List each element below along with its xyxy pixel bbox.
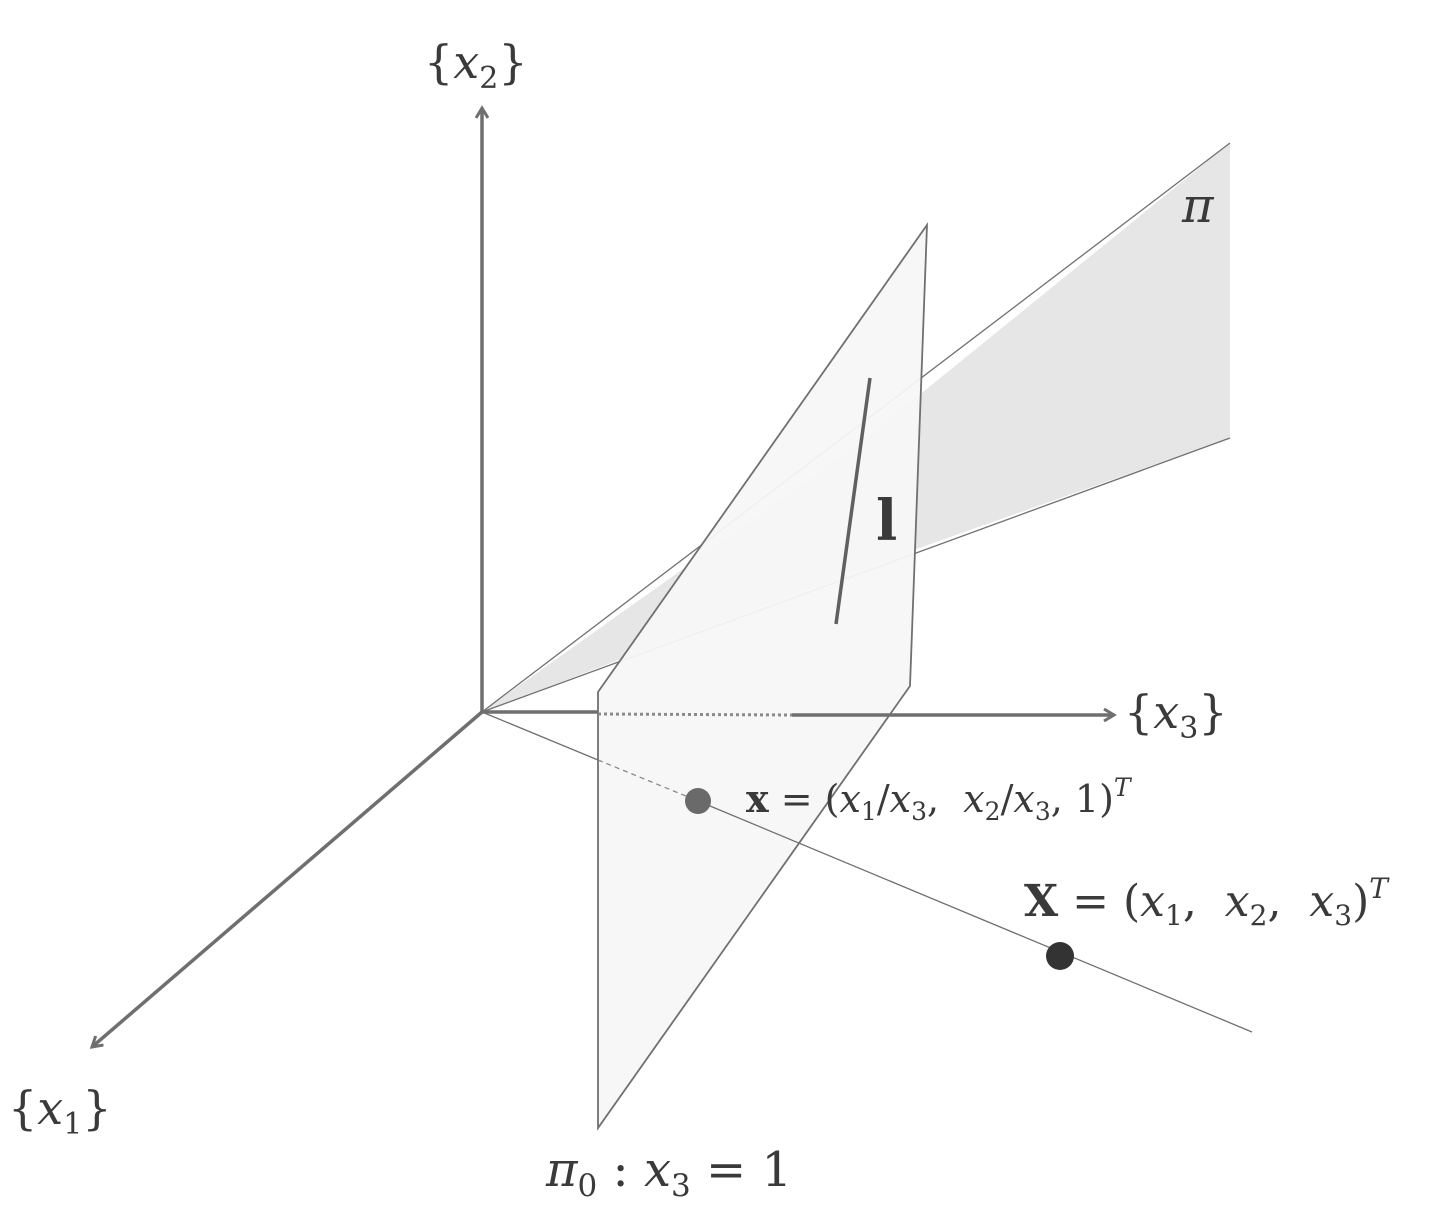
name: x xyxy=(746,776,769,821)
projection-ray xyxy=(697,800,1253,1033)
sup: T xyxy=(1114,773,1133,802)
pi-sub: 0 xyxy=(578,1168,598,1204)
image-plane-pi0 xyxy=(597,222,929,1131)
brace-close: } xyxy=(498,35,527,89)
var: x xyxy=(644,1142,671,1198)
b: x xyxy=(1225,876,1250,927)
colon: : xyxy=(597,1142,644,1198)
projection-ray-dashed xyxy=(597,759,699,802)
b-div: / xyxy=(1001,777,1014,821)
a-den: x xyxy=(890,777,911,821)
var: x xyxy=(37,1081,63,1135)
a-div: / xyxy=(877,777,890,821)
a-sub: 1 xyxy=(1165,899,1183,932)
label-point-X: X = (x1, x2, x3)T xyxy=(1024,872,1390,932)
label-point-x: x = (x1/x3, x2/x3, 1)T xyxy=(746,773,1133,826)
eq: = ( xyxy=(1058,876,1140,927)
var: x xyxy=(1153,685,1179,739)
point-x-image xyxy=(685,788,711,814)
brace-close: } xyxy=(1198,685,1227,739)
sub: 2 xyxy=(479,61,498,96)
eq: = 1 xyxy=(691,1142,792,1198)
brace-open: { xyxy=(424,35,453,89)
var: x xyxy=(453,35,479,89)
sub: 1 xyxy=(63,1107,82,1142)
brace-close: } xyxy=(82,1081,111,1135)
pi: π xyxy=(545,1142,579,1198)
plane-pi xyxy=(482,143,1230,712)
label-image-plane: π0 : x3 = 1 xyxy=(545,1142,792,1204)
var-sub: 3 xyxy=(671,1168,691,1204)
a: x xyxy=(839,777,860,821)
c: x xyxy=(1309,876,1334,927)
a-den-sub: 3 xyxy=(911,797,927,826)
name: X xyxy=(1024,876,1059,927)
c-sub: 3 xyxy=(1334,899,1352,932)
line-l xyxy=(834,377,872,625)
label-axis-x3: {x3} xyxy=(1124,685,1228,746)
b-sub: 2 xyxy=(985,797,1001,826)
brace-open: { xyxy=(1124,685,1153,739)
sep: , xyxy=(927,777,963,821)
label-plane-pi: π xyxy=(1181,178,1215,234)
sep1: , xyxy=(1183,876,1225,927)
sep2: , xyxy=(1267,876,1309,927)
eq: = ( xyxy=(769,777,840,821)
brace-open: { xyxy=(8,1081,37,1135)
a: x xyxy=(1140,876,1165,927)
axis-x1 xyxy=(92,710,484,1047)
a-sub: 1 xyxy=(861,797,877,826)
b-den-sub: 3 xyxy=(1035,797,1051,826)
label-axis-x1: {x1} xyxy=(8,1081,112,1142)
point-X-world xyxy=(1046,942,1074,970)
b-den: x xyxy=(1013,777,1034,821)
tail: ) xyxy=(1352,876,1369,927)
label-axis-x2: {x2} xyxy=(424,35,528,96)
tail: , 1) xyxy=(1051,777,1114,821)
label-line-l: l xyxy=(876,488,897,554)
b: x xyxy=(963,777,984,821)
b-sub: 2 xyxy=(1250,899,1268,932)
axis-x3-hidden-segment xyxy=(597,712,793,717)
projection-ray-hidden xyxy=(481,711,599,761)
sup: T xyxy=(1369,872,1390,905)
sub: 3 xyxy=(1179,711,1198,746)
